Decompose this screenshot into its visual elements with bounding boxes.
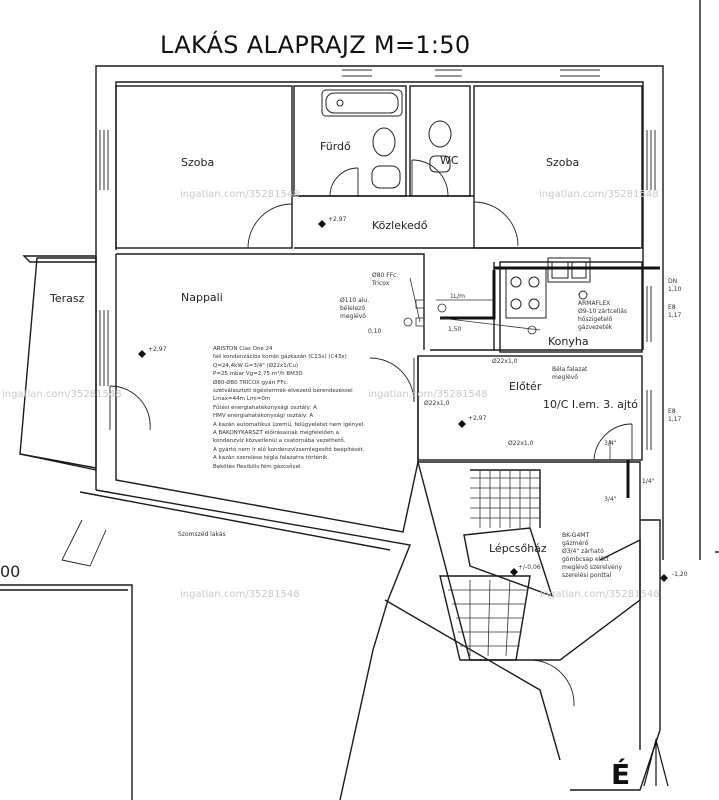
window-tag-3a: DN <box>668 278 678 285</box>
dimension-1: 0,10 <box>368 328 382 335</box>
window-tag-1a: E8 <box>668 304 676 311</box>
room-label-eloter: Előtér <box>509 380 542 393</box>
dimension-2: 1,50 <box>448 326 462 333</box>
level-nappali: +2,97 <box>148 346 167 353</box>
dimension-3: 3/4" <box>604 440 617 447</box>
pipe-label-1: 1L/m <box>450 293 466 300</box>
window-tag-3b: 1,10 <box>668 286 682 293</box>
pipe-label-4: Ø22x1,0 <box>508 440 534 447</box>
window-tag-1b: 1,17 <box>668 312 682 319</box>
room-label-konyha: Konyha <box>548 335 589 348</box>
dimension-5: 1/4" <box>642 478 655 485</box>
level-eloter: +2,97 <box>468 415 487 422</box>
room-label-terasz: Terasz <box>50 292 85 305</box>
room-label-furdo: Fürdő <box>320 140 351 153</box>
pipe-label-3: Ø22x1,0 <box>424 400 450 407</box>
watermark-6: ingatlan.com/35281548 <box>540 589 660 600</box>
room-label-wc: WC <box>440 154 459 167</box>
window-tag-2b: 1,17 <box>668 416 682 423</box>
watermark-3: ingatlan.com/35281548 <box>2 389 122 400</box>
sheet-edge-text: 00 <box>0 562 21 581</box>
window-tag-2a: E8 <box>668 408 676 415</box>
watermark-4: ingatlan.com/35281548 <box>368 389 488 400</box>
room-label-nappali: Nappali <box>181 291 223 304</box>
room-label-szoba-left: Szoba <box>181 156 215 169</box>
north-label: É <box>611 758 631 791</box>
room-label-szoba-right: Szoba <box>546 156 580 169</box>
level-kozlekedo: +2,97 <box>328 216 347 223</box>
room-label-lepcsohaz: Lépcsőház <box>489 542 547 555</box>
plan-title: LAKÁS ALAPRAJZ M=1:50 <box>160 31 471 59</box>
neighbor-label: Szomszéd lakás <box>178 531 226 538</box>
ffc-note: Ø80 FFc.Tricox <box>372 272 399 287</box>
watermark-5: ingatlan.com/35281548 <box>180 589 300 600</box>
room-label-kozlekedo: Közlekedő <box>372 219 428 232</box>
room-label-apartment: 10/C I.em. 3. ajtó <box>543 398 638 411</box>
watermark-1: ingatlan.com/35281548 <box>180 189 300 200</box>
pipe-label-2: Ø22x1,0 <box>492 358 518 365</box>
watermark-2: ingatlan.com/35281548 <box>539 189 659 200</box>
level-outside: -1,20 <box>672 571 688 578</box>
level-lepcsohaz: +/-0,06 <box>518 564 541 571</box>
dimension-4: 3/4" <box>604 496 617 503</box>
